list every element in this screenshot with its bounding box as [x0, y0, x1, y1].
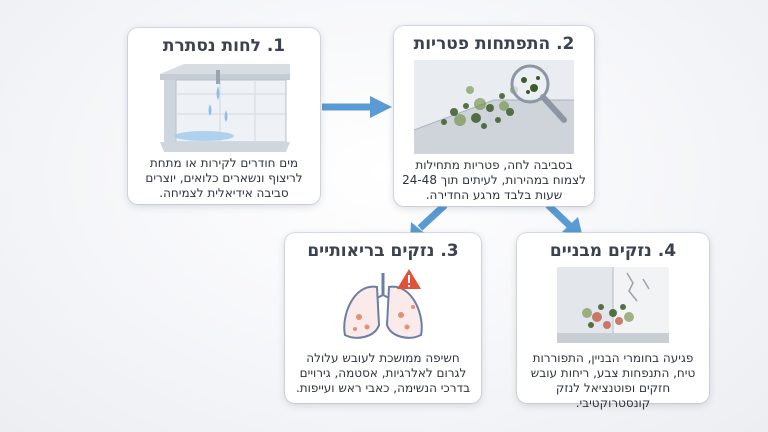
mold-wall-corner-illustration	[414, 60, 574, 154]
wall-leak-illustration	[160, 64, 290, 152]
step-title: 2. התפתחות פטריות	[413, 34, 575, 54]
step-card-hidden-moisture: 1. לחות נסתרת מים חודרים לקירות או מתחת …	[128, 28, 320, 204]
arrow-2-to-4	[545, 202, 583, 238]
step-title: 1. לחות נסתרת	[162, 36, 286, 56]
arrow-1-to-2	[322, 96, 392, 118]
step-description: מים חודרים לקירות או מתחת לריצוף ונשארים…	[145, 156, 303, 200]
step-description: פגיעה בחומרי הבניין, התפוררות טיח, התנפח…	[530, 351, 696, 410]
step-description: חשיפה ממושכת לעובש עלולה לגרום לאלרגיות,…	[295, 351, 471, 395]
step-card-structural-damage: 4. נזקים מבניים פגיעה בחומרי הבניין, התפ…	[517, 233, 709, 410]
step-title: 3. נזקים בריאותיים	[307, 241, 459, 261]
step-card-mold-growth: 2. התפתחות פטריות בסביבה לחה, פטריות מתח…	[394, 26, 594, 206]
step-card-health-damage: 3. נזקים בריאותיים חשיפה ממושכת לעובש על…	[285, 233, 481, 403]
step-title: 4. נזקים מבניים	[549, 241, 677, 261]
cracked-wall-illustration	[557, 267, 669, 343]
step-description: בסביבה לחה, פטריות מתחילות לצמוח במהירות…	[402, 158, 586, 202]
lungs-warning-illustration	[343, 269, 423, 339]
